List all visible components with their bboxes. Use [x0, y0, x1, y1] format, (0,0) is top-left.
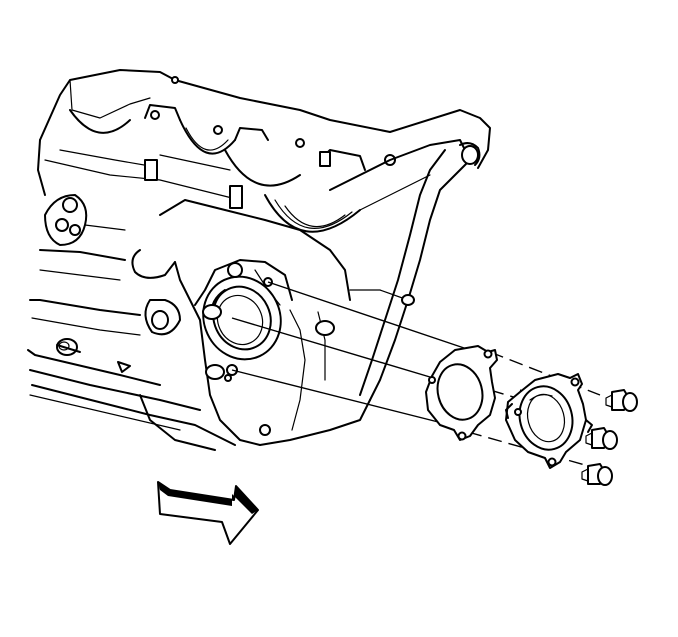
front-direction-arrow	[157, 481, 259, 545]
bolt-icon	[605, 389, 638, 412]
seal-housing-cover	[505, 373, 593, 469]
engine-block	[27, 69, 491, 451]
housing-gasket	[425, 345, 498, 441]
mounting-bolts	[581, 389, 638, 486]
bolt-icon	[585, 427, 618, 450]
bolt-icon	[581, 463, 613, 486]
